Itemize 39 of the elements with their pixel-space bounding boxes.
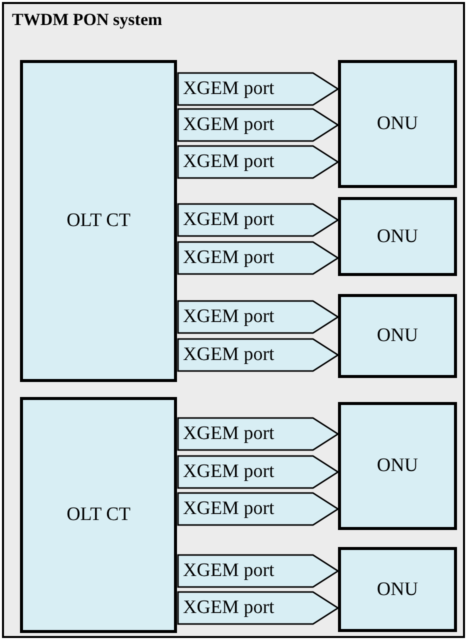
panel-title: TWDM PON system [12,10,162,30]
port-arrow-shape [177,417,339,451]
port-arrow-shape [177,145,339,179]
block-label: ONU [376,226,418,248]
port-arrow-shape [177,455,339,489]
block-label: ONU [376,578,418,600]
block-box [20,60,177,382]
port-arrow-shape [177,72,339,106]
port-arrow-shape [177,554,339,588]
port-label: XGEM port [183,560,274,582]
block-box [20,397,177,633]
block-label: OLT CT [66,210,130,232]
block-label: ONU [376,325,418,347]
port-label: XGEM port [183,247,274,269]
block-box [338,60,457,188]
port-arrow-shape [177,108,339,142]
block-label: ONU [376,113,418,135]
port-label: XGEM port [183,209,274,231]
port-label: XGEM port [183,423,274,445]
port-label: XGEM port [183,114,274,136]
block-box [338,402,457,530]
block-box [338,547,457,632]
port-arrow-shape [177,591,339,625]
block-box [338,294,457,378]
port-label: XGEM port [183,78,274,100]
block-label: ONU [376,455,418,477]
port-arrow-shape [177,203,339,237]
port-label: XGEM port [183,344,274,366]
port-arrow-shape [177,338,339,372]
port-label: XGEM port [183,151,274,173]
port-label: XGEM port [183,461,274,483]
port-label: XGEM port [183,597,274,619]
port-arrow-shape [177,492,339,526]
block-label: OLT CT [66,504,130,526]
port-label: XGEM port [183,306,274,328]
port-arrow-shape [177,241,339,275]
block-box [338,197,457,276]
port-label: XGEM port [183,498,274,520]
port-arrow-shape [177,300,339,334]
